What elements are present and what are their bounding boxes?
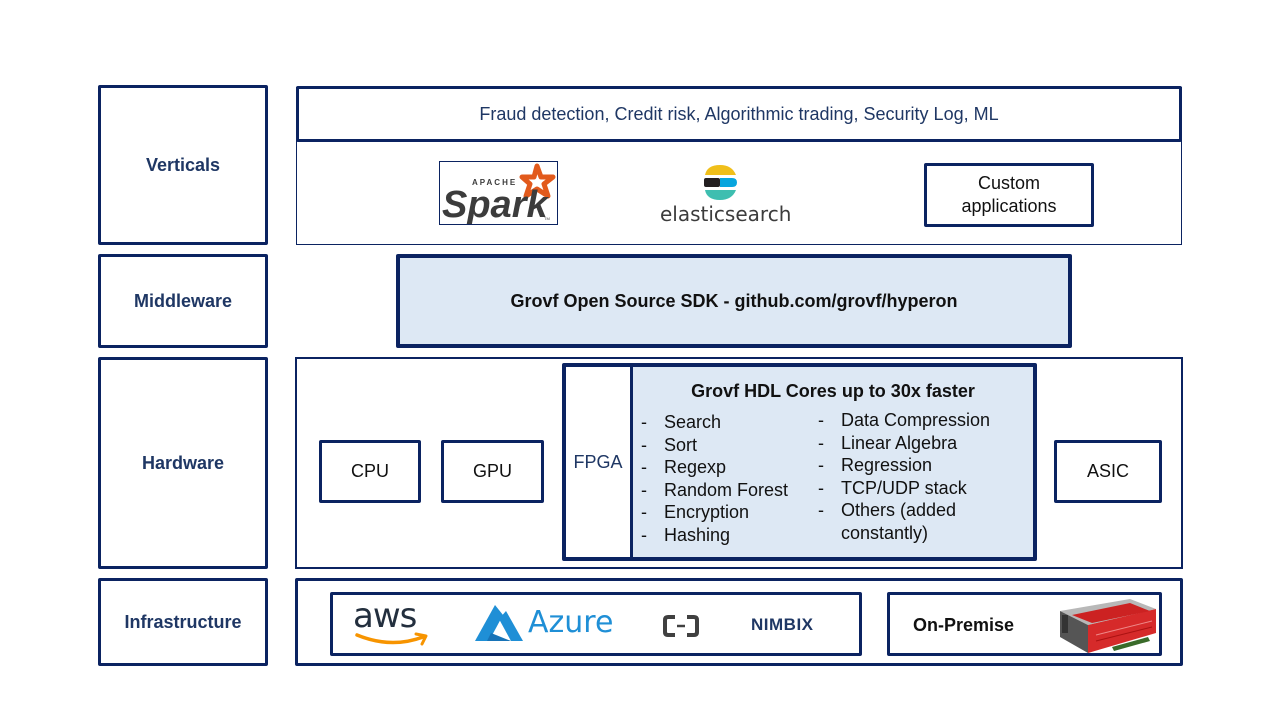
asic-text: ASIC <box>1086 461 1129 481</box>
core-item: -Regexp <box>641 457 727 477</box>
cpu-box: CPU <box>319 440 421 503</box>
fpga-box: FPGA Grovf HDL Cores up to 30x faster -S… <box>562 363 1037 561</box>
elasticsearch-logo: elasticsearch <box>660 163 792 226</box>
core-item: -Encryption <box>641 502 750 522</box>
elasticsearch-icon <box>704 165 737 200</box>
hdl-cores-title: Grovf HDL Cores up to 30x faster <box>691 381 975 401</box>
fpga-text: FPGA <box>573 451 623 472</box>
hardware-label-text: Hardware <box>141 452 225 473</box>
custom-apps-line2: applications <box>961 196 1057 216</box>
asic-box: ASIC <box>1054 440 1162 503</box>
layer-label-hardware: Hardware <box>98 357 268 569</box>
layer-label-middleware: Middleware <box>98 254 268 348</box>
fpga-label: FPGA <box>566 367 630 557</box>
spark-tm-text: TM <box>544 216 550 221</box>
middleware-label-text: Middleware <box>133 290 233 311</box>
nimbix-logo: NIMBIX <box>751 615 814 634</box>
core-item: -Search <box>641 412 722 432</box>
hdl-cores-panel: Grovf HDL Cores up to 30x faster -Search… <box>630 367 1033 557</box>
use-cases-banner: Fraud detection, Credit risk, Algorithmi… <box>296 86 1182 142</box>
spark-star-icon <box>519 163 556 199</box>
aws-smile-icon <box>355 632 428 646</box>
on-premise-text: On-Premise <box>913 615 1015 635</box>
core-item: -Random Forest <box>641 479 789 500</box>
alibaba-cloud-icon <box>663 615 699 637</box>
core-item: -TCP/UDP stack <box>818 477 967 498</box>
on-premise-box: On-Premise <box>887 592 1162 656</box>
infrastructure-panel <box>295 578 1183 666</box>
spark-logo-graphic: APACHE Spark TM <box>442 163 556 226</box>
cloud-providers-box: aws Azure NIMBIX <box>330 592 862 656</box>
core-item: -Others (added <box>818 500 957 520</box>
fpga-card-icon <box>1060 599 1156 653</box>
aws-text: aws <box>353 596 417 636</box>
core-item: -Linear Algebra <box>818 432 958 453</box>
verticals-label-text: Verticals <box>145 154 221 175</box>
sdk-text: Grovf Open Source SDK - github.com/grovf… <box>510 290 958 311</box>
infrastructure-label-text: Infrastructure <box>124 611 242 632</box>
azure-logo: Azure <box>473 603 623 647</box>
gpu-text: GPU <box>472 461 512 481</box>
use-cases-text: Fraud detection, Credit risk, Algorithmi… <box>479 103 999 124</box>
aws-logo: aws <box>353 599 433 653</box>
core-item: -Hashing <box>641 524 731 545</box>
spark-logo: APACHE Spark TM <box>439 161 558 226</box>
hardware-panel <box>295 357 1183 569</box>
azure-text: Azure <box>528 605 614 640</box>
spark-text: Spark <box>442 184 549 224</box>
gpu-box: GPU <box>441 440 544 503</box>
core-item: constantly) <box>841 522 929 543</box>
cpu-text: CPU <box>350 461 389 481</box>
layer-label-infrastructure: Infrastructure <box>98 578 268 666</box>
layer-label-verticals: Verticals <box>98 85 268 245</box>
core-item: -Sort <box>641 434 698 455</box>
spark-apache-text: APACHE <box>472 178 517 187</box>
azure-icon <box>475 605 523 641</box>
custom-applications-box: Custom applications <box>924 163 1094 227</box>
core-item: -Regression <box>818 455 933 475</box>
custom-apps-line1: Custom <box>977 173 1040 193</box>
sdk-box: Grovf Open Source SDK - github.com/grovf… <box>396 254 1072 348</box>
core-item: -Data Compression <box>818 410 991 430</box>
cores-list-left: -Search -Sort -Regexp -Random Forest -En… <box>633 411 818 546</box>
elasticsearch-text: elasticsearch <box>660 202 792 226</box>
cores-list-right: -Data Compression -Linear Algebra -Regre… <box>810 409 1035 544</box>
